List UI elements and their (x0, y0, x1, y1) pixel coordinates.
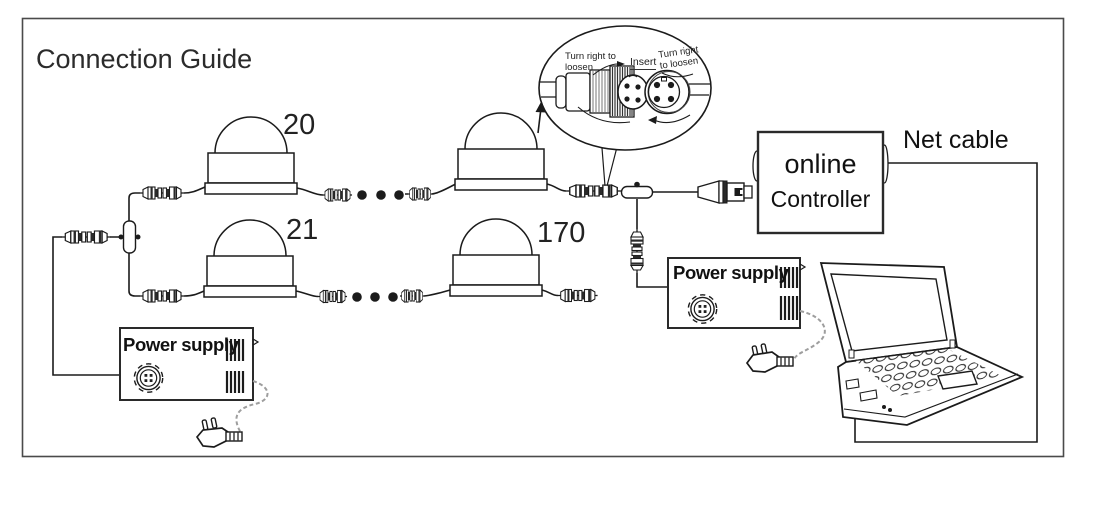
wiring (52, 162, 1038, 443)
t-junction-left (118, 220, 141, 254)
light-count-label-20: 20 (283, 109, 316, 141)
controller-box (752, 130, 889, 235)
arrow-right-icon (617, 61, 625, 67)
connector-callout (535, 25, 712, 187)
power-cord-2 (793, 310, 826, 360)
power-cord-1 (235, 380, 269, 434)
keyboard (856, 349, 1004, 396)
vent-lines-icon (779, 267, 799, 320)
controller-label-line1: online (784, 149, 857, 179)
power-plug-1-icon (195, 417, 243, 448)
t-junction-top (620, 181, 654, 199)
net-cable-label: Net cable (903, 126, 1009, 154)
dome-light-1-icon (454, 112, 548, 191)
continuation-dots (352, 190, 404, 302)
light-count-label-21: 21 (286, 214, 319, 246)
arrow-up-icon (535, 101, 546, 134)
dome-light-21-icon (203, 219, 297, 298)
power-supply-1-box (119, 327, 260, 401)
laptop-icon (819, 262, 1025, 426)
page-title: Connection Guide (36, 44, 253, 74)
vent-lines-icon (225, 339, 245, 393)
dome-light-170-icon (449, 218, 543, 297)
power-supply-2-label: Power supply (673, 262, 789, 283)
net-cable-line (854, 162, 1038, 443)
male-connector-face (617, 74, 649, 110)
callout-left-note: Turn right to loosen (565, 51, 616, 73)
touchpad (937, 370, 978, 390)
controller-plug-icon (697, 180, 753, 204)
arrow-left-icon (648, 116, 657, 124)
fan-icon (133, 363, 164, 393)
callout-insert-label: Insert (630, 56, 657, 70)
power-supply-2-box (667, 257, 807, 329)
controller-label-line2: Controller (770, 186, 871, 212)
diagram-border (21, 17, 1065, 458)
side-port (859, 389, 878, 402)
light-count-label-170: 170 (537, 217, 586, 249)
power-supply-1-label: Power supply (123, 334, 239, 355)
side-port (845, 378, 860, 390)
fan-icon (687, 294, 718, 324)
power-plug-2-icon (745, 343, 794, 373)
